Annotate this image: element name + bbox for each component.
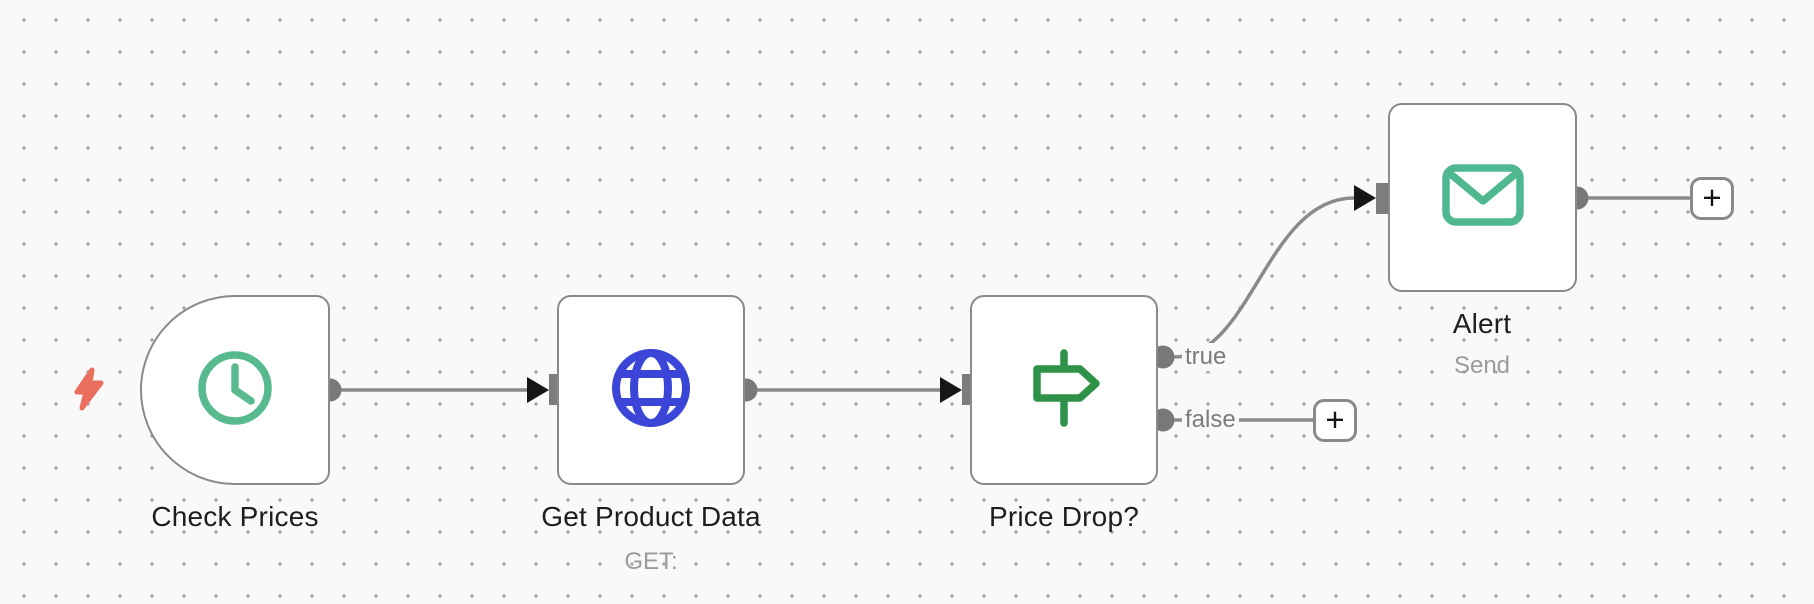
output-label-true: true (1182, 343, 1230, 372)
node-subtitle-get-product-data: GET: (624, 548, 678, 575)
input-port-alert[interactable] (1376, 183, 1391, 214)
envelope-icon (1441, 163, 1525, 232)
arrowhead-icon (1354, 185, 1376, 211)
node-label-alert: Alert (1452, 308, 1512, 339)
lightning-bolt-icon (70, 366, 108, 417)
globe-icon (609, 346, 693, 435)
arrowhead-icon (940, 377, 962, 403)
node-label-price-drop: Price Drop? (988, 501, 1140, 532)
node-label-get-product-data: Get Product Data (541, 501, 761, 532)
plus-icon: + (1325, 400, 1345, 438)
node-label-check-prices: Check Prices (151, 501, 319, 532)
node-get-product-data[interactable] (557, 295, 745, 485)
signpost-icon (1024, 346, 1104, 435)
node-alert[interactable] (1388, 103, 1577, 292)
node-check-prices[interactable] (140, 295, 330, 485)
clock-icon (195, 348, 275, 433)
node-price-drop[interactable] (970, 295, 1158, 485)
node-subtitle-alert: Send (1453, 352, 1511, 379)
output-label-false: false (1182, 406, 1239, 435)
add-node-button-false-branch[interactable]: + (1313, 399, 1357, 442)
plus-icon: + (1702, 178, 1722, 216)
arrowhead-icon (527, 377, 549, 403)
add-node-button-alert-output[interactable]: + (1690, 177, 1734, 220)
